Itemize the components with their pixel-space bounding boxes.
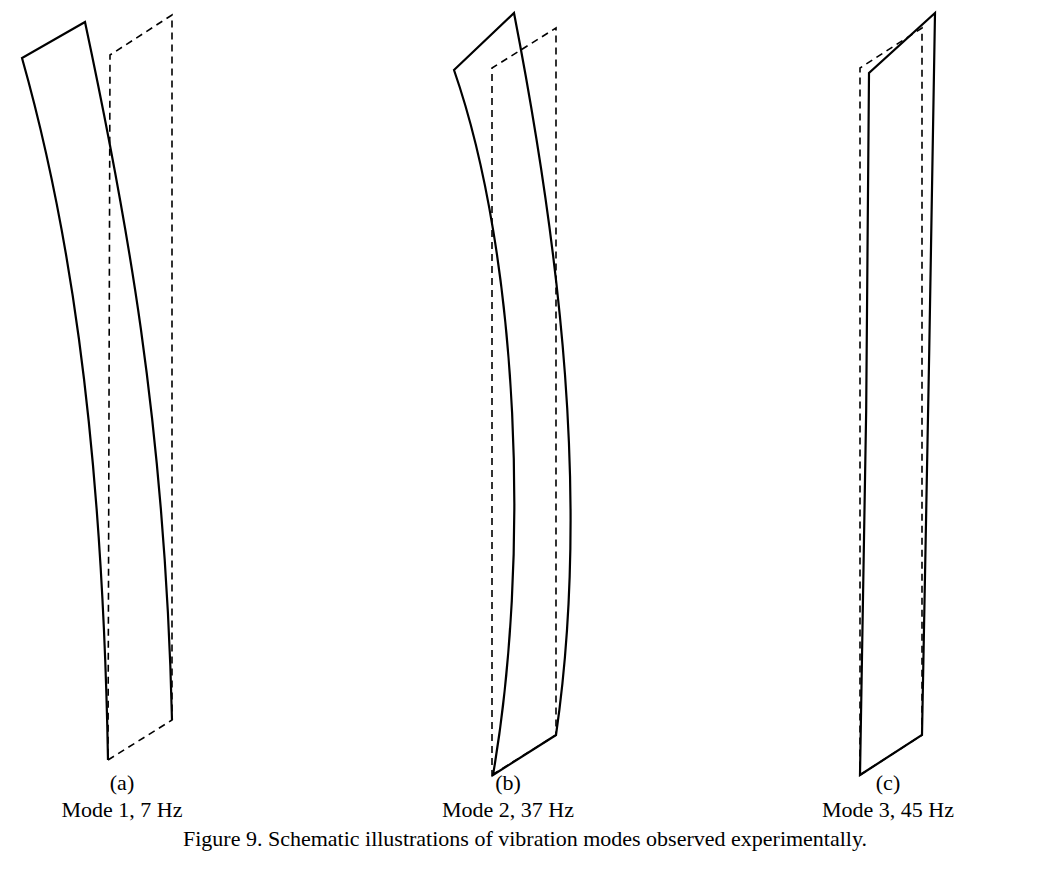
subfigure-letter: (b) — [495, 770, 521, 796]
mode-label: Mode 2, 37 Hz — [442, 797, 574, 823]
mode-3-shape — [860, 13, 935, 775]
mode-label: Mode 3, 45 Hz — [822, 797, 954, 823]
mode-2-shape — [454, 13, 571, 775]
undeformed-beam-a — [108, 15, 172, 760]
deformed-shapes — [22, 13, 935, 775]
undeformed-outlines — [108, 15, 922, 775]
figure-caption: Figure 9. Schematic illustrations of vib… — [183, 826, 867, 852]
mode-1-shape — [22, 22, 172, 760]
undeformed-beam-b — [492, 28, 556, 775]
mode-label: Mode 1, 7 Hz — [62, 797, 183, 823]
subfigure-letter: (a) — [110, 770, 134, 796]
subfigure-letter: (c) — [876, 770, 900, 796]
